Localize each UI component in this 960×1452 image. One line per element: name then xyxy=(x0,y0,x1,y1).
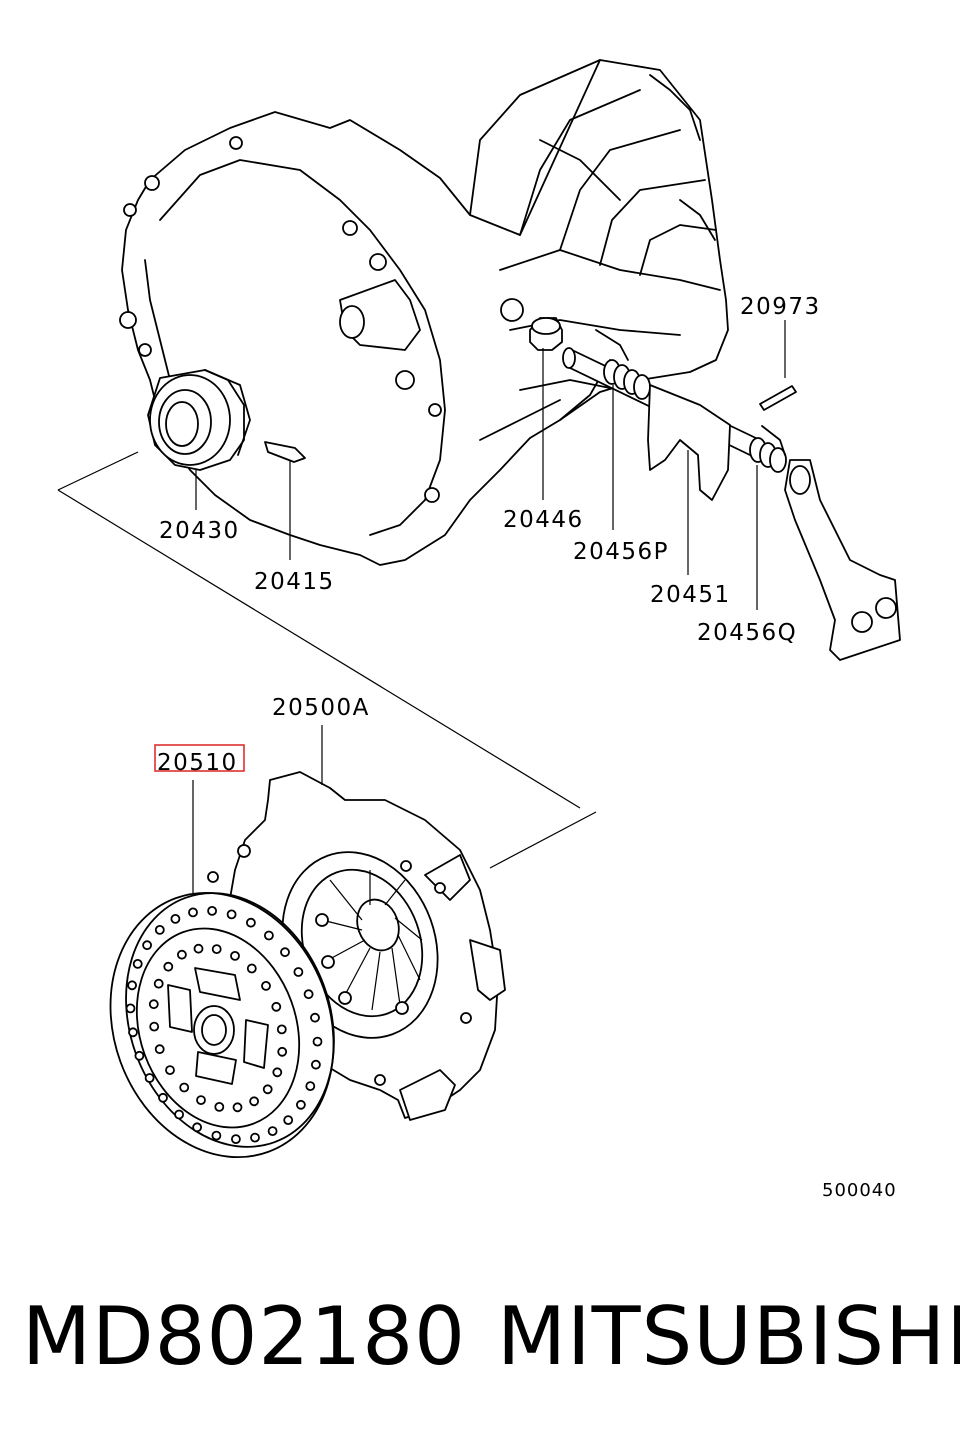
callout-20973[interactable]: 20973 xyxy=(740,294,821,320)
release-fork-shaft xyxy=(562,329,901,661)
rivet-hole xyxy=(149,1021,160,1032)
rivet-hole xyxy=(261,981,271,991)
rivet-hole xyxy=(293,967,304,977)
rivet-hole xyxy=(303,989,314,1000)
rivet-hole xyxy=(250,1132,260,1143)
clutch-disc xyxy=(109,891,335,1159)
callout-20446[interactable]: 20446 xyxy=(503,507,584,533)
rivet-hole xyxy=(276,1024,287,1035)
rivet-hole xyxy=(154,925,165,935)
rivet-hole xyxy=(305,1081,316,1091)
rivet-hole xyxy=(211,944,222,954)
exploded-parts-diagram: 20973 20430 20446 20456P 20415 20451 204… xyxy=(57,59,901,1201)
rivet-hole xyxy=(283,1115,294,1125)
callout-20415[interactable]: 20415 xyxy=(254,569,335,595)
transmission-case xyxy=(119,59,797,566)
rivet-hole xyxy=(263,930,274,941)
rivet-hole xyxy=(246,963,257,974)
rivet-hole xyxy=(267,1126,278,1136)
rivet-hole xyxy=(245,917,256,928)
rivet-hole xyxy=(179,1082,190,1093)
rivet-hole xyxy=(280,947,290,958)
rivet-hole xyxy=(262,1084,273,1095)
rivet-hole xyxy=(232,1102,243,1113)
rivet-hole xyxy=(192,1122,203,1133)
rivet-hole xyxy=(163,961,174,972)
callout-20456P[interactable]: 20456P xyxy=(573,539,669,565)
rivet-hole xyxy=(158,1092,168,1103)
rivet-hole xyxy=(134,1050,145,1061)
rivet-hole xyxy=(310,1012,320,1023)
rivet-hole xyxy=(165,1065,175,1075)
rivet-hole xyxy=(230,951,240,961)
rivet-hole xyxy=(170,914,181,924)
brand-name: MITSUBISHI xyxy=(497,1290,960,1383)
callout-highlight-box xyxy=(154,744,245,772)
callout-20500A[interactable]: 20500A xyxy=(272,695,370,721)
rivet-hole xyxy=(193,943,204,954)
rivet-hole xyxy=(153,978,164,989)
rivet-hole xyxy=(249,1096,260,1107)
rivet-hole xyxy=(211,1130,222,1141)
rivet-hole xyxy=(132,959,143,969)
bearing-clip xyxy=(264,441,306,463)
rivet-hole xyxy=(226,909,237,920)
callout-20451[interactable]: 20451 xyxy=(650,582,731,608)
leader-lines xyxy=(57,320,786,895)
rivet-hole xyxy=(310,1059,321,1070)
rivet-hole xyxy=(188,907,198,918)
rivet-hole xyxy=(271,1001,282,1012)
rivet-hole xyxy=(174,1109,185,1120)
rivet-hole xyxy=(272,1067,283,1078)
rivet-hole xyxy=(295,1099,306,1110)
figure-reference: 500040 xyxy=(822,1180,897,1201)
rivet-hole xyxy=(230,1134,241,1144)
rivet-hole xyxy=(277,1046,288,1057)
rivet-hole xyxy=(196,1095,206,1105)
rivet-hole xyxy=(312,1036,323,1047)
footer-caption: MD802180 MITSUBISHI xyxy=(0,1290,960,1400)
rivet-hole xyxy=(214,1102,225,1112)
rivet-hole xyxy=(154,1044,165,1055)
rivet-hole xyxy=(142,940,153,951)
callout-20510[interactable]: 20510 xyxy=(157,750,238,776)
rivet-hole xyxy=(148,999,159,1010)
rivet-hole xyxy=(127,980,138,991)
rivet-hole xyxy=(128,1027,138,1038)
rivet-hole xyxy=(125,1003,136,1014)
rivet-hole xyxy=(207,906,218,916)
part-number: MD802180 xyxy=(22,1290,467,1383)
rivet-hole xyxy=(176,949,187,960)
release-bearing xyxy=(147,369,251,471)
callout-20456Q[interactable]: 20456Q xyxy=(697,620,797,646)
rivet-hole xyxy=(144,1073,155,1083)
callout-20430[interactable]: 20430 xyxy=(159,518,240,544)
